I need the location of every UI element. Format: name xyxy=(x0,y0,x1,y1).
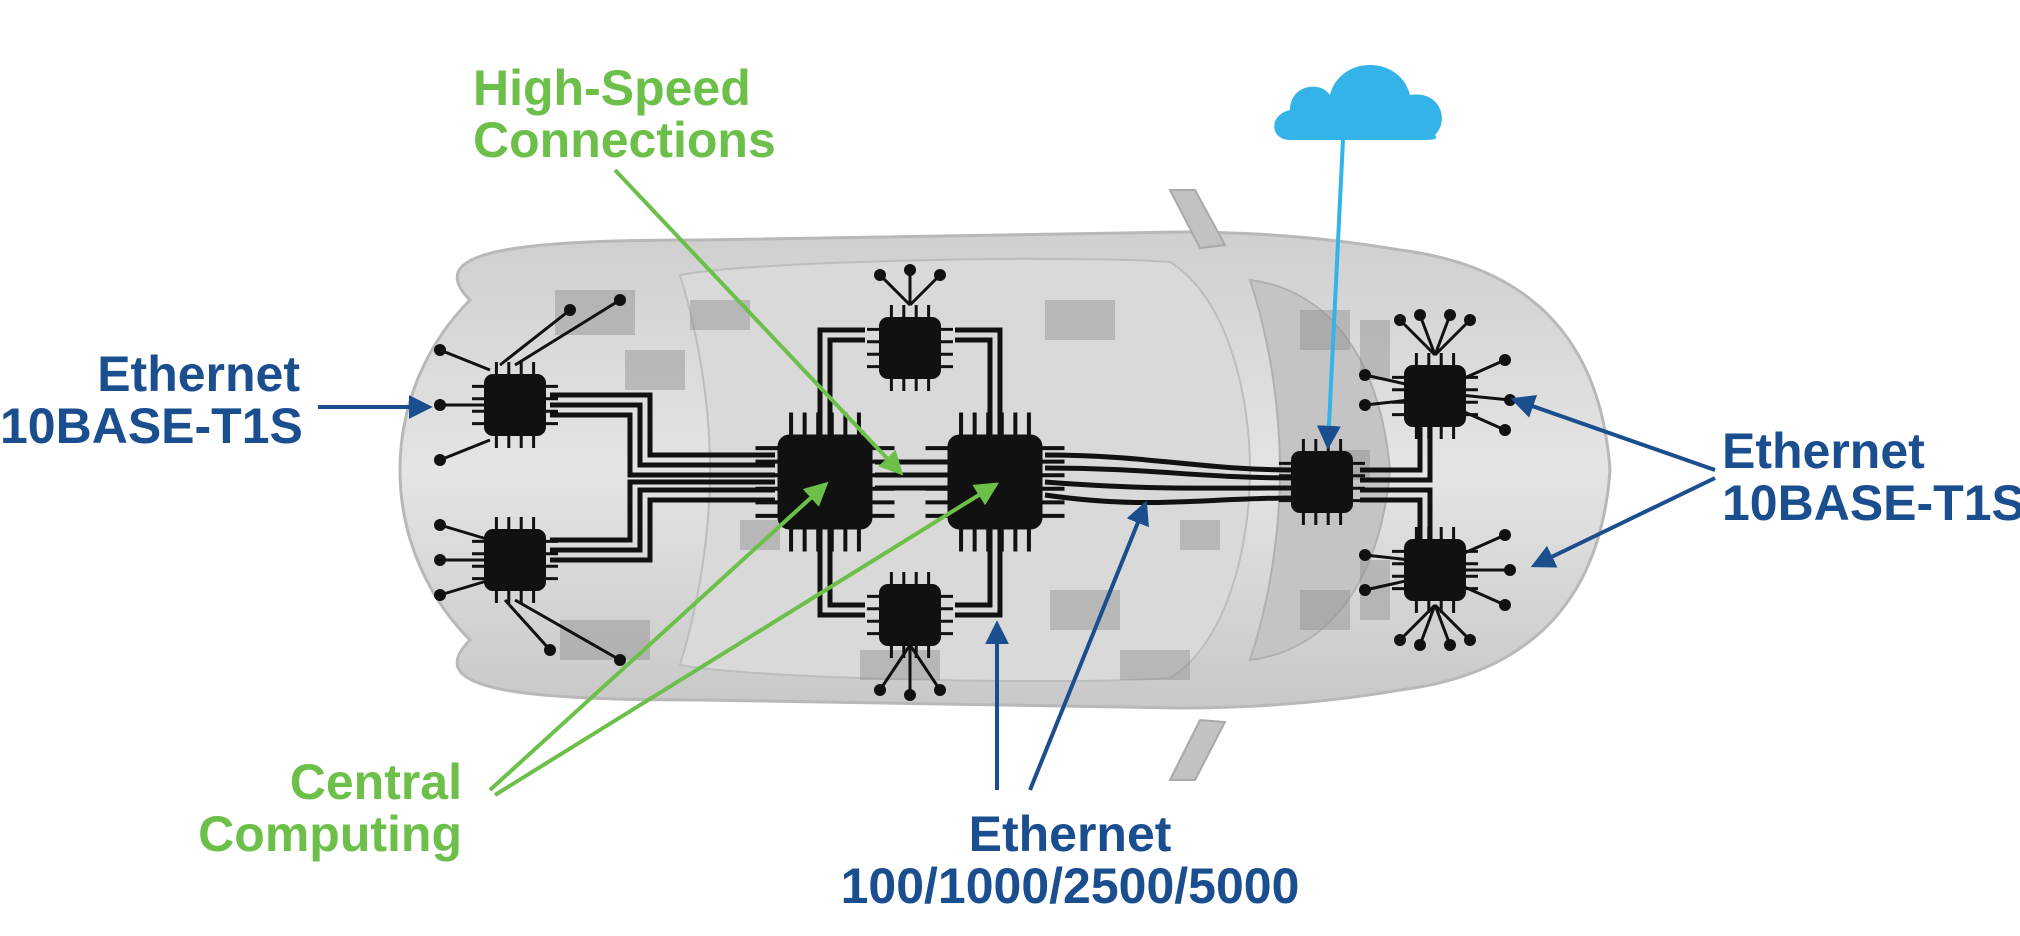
eth-right-line2: 10BASE-T1S xyxy=(1722,475,2020,531)
chip-pins xyxy=(755,412,895,552)
central-line2: Computing xyxy=(198,806,462,862)
chip-pins xyxy=(867,305,953,391)
annotation-arrows xyxy=(318,168,1716,797)
wiring xyxy=(550,327,1433,618)
chip-icon xyxy=(1291,451,1353,513)
central-line1: Central xyxy=(289,754,462,810)
chip-icon xyxy=(879,584,941,646)
chip-pins xyxy=(472,362,558,448)
chip-right-lower xyxy=(1392,527,1478,613)
eth-left-line2: 10BASE-T1S xyxy=(0,398,303,454)
eth-left-line1: Ethernet xyxy=(97,346,300,402)
cloud-icon xyxy=(1274,65,1442,450)
chip-left-lower xyxy=(472,517,558,603)
eth-bottom-line1: Ethernet xyxy=(968,806,1172,862)
chip-icon xyxy=(947,434,1043,530)
sensor-dots xyxy=(434,264,1516,701)
label-central-computing: Central Computing xyxy=(150,756,462,860)
chip-icon xyxy=(1404,539,1466,601)
label-ethernet-10base-right: Ethernet 10BASE-T1S xyxy=(1722,425,2020,529)
high-speed-line1: High-Speed xyxy=(473,60,751,116)
chip-icon xyxy=(484,374,546,436)
sensor-links xyxy=(439,270,1511,695)
chip-icon xyxy=(1404,365,1466,427)
chip-left-upper xyxy=(472,362,558,448)
label-ethernet-10base-left: Ethernet 10BASE-T1S xyxy=(0,346,303,454)
chip-top-middle xyxy=(867,305,953,391)
chip-pins xyxy=(1392,527,1478,613)
chip-icon xyxy=(484,529,546,591)
chip-pins xyxy=(472,517,558,603)
label-high-speed-connections: High-Speed Connections xyxy=(473,62,776,166)
label-ethernet-multigig: Ethernet 100/1000/2500/5000 xyxy=(780,808,1360,912)
chip-icon xyxy=(879,317,941,379)
chip-central-right xyxy=(925,412,1065,552)
eth-bottom-line2: 100/1000/2500/5000 xyxy=(840,858,1300,914)
high-speed-line2: Connections xyxy=(473,112,776,168)
chip-pins xyxy=(925,412,1065,552)
chip-right-upper xyxy=(1392,353,1478,439)
eth-right-line1: Ethernet xyxy=(1722,423,1925,479)
